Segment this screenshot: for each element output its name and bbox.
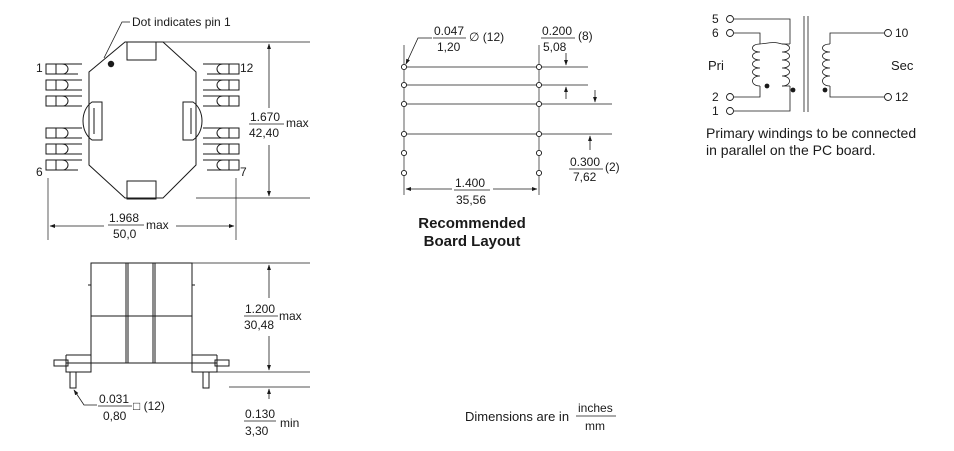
pin1-leader <box>103 21 130 59</box>
sch-note-line1: Primary windings to be connected <box>706 125 916 141</box>
schematic: 5 6 2 1 10 12 Pri Sec Primary windings t… <box>706 12 916 158</box>
left-pins <box>45 63 82 171</box>
side-height-suffix: max <box>279 309 302 323</box>
pitch-note: (8) <box>578 29 593 43</box>
side-lead-note: □ (12) <box>133 399 165 413</box>
hole-in: 0.047 <box>434 24 464 38</box>
sch-dot-b <box>790 87 796 93</box>
units-prefix: Dimensions are in <box>465 409 569 424</box>
right-bobbin <box>182 101 203 141</box>
side-standoff-mm: 3,30 <box>245 424 269 438</box>
sch-terminal-12 <box>884 93 892 101</box>
sch-terminal-1 <box>726 107 734 115</box>
side-standoff-in: 0.130 <box>245 407 275 421</box>
row-gap-in: 0.300 <box>570 155 600 169</box>
primary-winding-b <box>781 43 790 87</box>
pin1-dot <box>107 60 115 68</box>
primary-winding-a <box>752 43 761 87</box>
hole-note: ∅ (12) <box>469 30 504 44</box>
top-tab-lower <box>126 180 157 200</box>
units-note: Dimensions are in inches mm <box>465 401 616 433</box>
hole-mm: 1,20 <box>437 40 461 54</box>
lead-leader <box>73 389 97 406</box>
side-lead-in: 0.031 <box>99 392 129 406</box>
pin1-note: Dot indicates pin 1 <box>132 15 231 29</box>
sch-pin12: 12 <box>895 90 909 104</box>
side-view: 1.200 30,48 max 0.130 3,30 min 0.031 0,8… <box>53 262 310 438</box>
side-right-lead <box>202 371 210 389</box>
secondary-winding <box>822 43 831 87</box>
right-pins <box>203 63 240 171</box>
top-height-in: 1.670 <box>250 110 280 124</box>
side-height-in: 1.200 <box>245 302 275 316</box>
left-bobbin <box>82 101 103 141</box>
board-caption-line1: Recommended <box>418 215 526 232</box>
side-height-mm: 30,48 <box>244 318 274 332</box>
row-gap-mm: 7,62 <box>573 170 597 184</box>
sch-dot-sec <box>822 87 828 93</box>
sch-dot-a <box>764 83 770 89</box>
top-width-mm: 50,0 <box>113 227 137 241</box>
top-pin12-label: 12 <box>240 61 254 75</box>
sch-terminal-6 <box>726 29 734 37</box>
side-left-foot <box>65 354 92 373</box>
sch-pin5: 5 <box>712 12 719 26</box>
top-width-suffix: max <box>146 218 169 232</box>
side-left-lead <box>69 371 77 389</box>
side-lead-mm: 0,80 <box>103 409 127 423</box>
span-in: 1.400 <box>455 176 485 190</box>
side-body <box>90 262 193 364</box>
board-layout: 0.047 1,20 ∅ (12) 0.200 5,08 (8) 0.300 7… <box>400 24 620 250</box>
sch-pin10: 10 <box>895 26 909 40</box>
top-height-suffix: max <box>286 116 309 130</box>
top-pin6-label: 6 <box>36 165 43 179</box>
sch-sec-label: Sec <box>891 58 914 73</box>
sch-pin2: 2 <box>712 90 719 104</box>
top-pin7-label: 7 <box>240 165 247 179</box>
top-height-mm: 42,40 <box>249 126 279 140</box>
pitch-mm: 5,08 <box>543 40 567 54</box>
top-tab-upper <box>126 41 157 61</box>
row-gap-note: (2) <box>605 160 620 174</box>
sch-pin6: 6 <box>712 26 719 40</box>
pitch-in: 0.200 <box>542 24 572 38</box>
units-top: inches <box>578 401 613 415</box>
sch-terminal-10 <box>884 29 892 37</box>
board-caption-line2: Board Layout <box>424 233 521 250</box>
sch-pin1: 1 <box>712 104 719 118</box>
top-body-outline <box>88 41 197 199</box>
top-pin1-label: 1 <box>36 61 43 75</box>
board-holes <box>400 63 543 177</box>
sch-terminal-5 <box>726 15 734 23</box>
top-view: 1 6 12 7 Dot indicates pin 1 1.670 42,40… <box>36 15 310 241</box>
sch-pri-label: Pri <box>708 58 724 73</box>
span-mm: 35,56 <box>456 193 486 207</box>
side-standoff-suffix: min <box>280 416 299 430</box>
top-width-in: 1.968 <box>109 211 139 225</box>
units-bottom: mm <box>585 419 605 433</box>
sch-note-line2: in parallel on the PC board. <box>706 142 876 158</box>
sch-terminal-2 <box>726 93 734 101</box>
